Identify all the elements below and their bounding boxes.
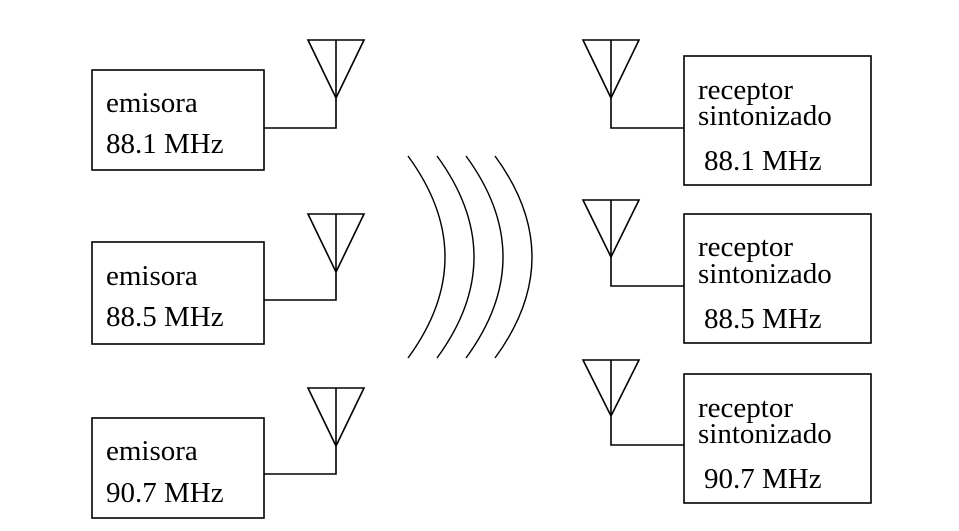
receiver-3: receptor sintonizado 90.7 MHz	[581, 359, 872, 504]
antenna-icon	[306, 387, 366, 448]
antenna-cable	[264, 272, 337, 301]
transmitter-name: emisora	[106, 87, 198, 119]
transmitter-box	[91, 417, 265, 519]
transmitter-frequency: 88.5 MHz	[106, 301, 224, 333]
receiver-frequency: 88.1 MHz	[704, 145, 822, 177]
antenna-icon	[581, 359, 641, 418]
receiver-1: receptor sintonizado 88.1 MHz	[581, 39, 872, 186]
receiver-frequency: 90.7 MHz	[704, 463, 822, 495]
receiver-label-line2: sintonizado	[698, 100, 832, 132]
antenna-cable	[610, 257, 684, 287]
antenna-cable	[264, 98, 337, 129]
receiver-label-line2: sintonizado	[698, 418, 832, 450]
receiver-box	[683, 55, 872, 186]
transmitter-1: emisora 88.1 MHz	[91, 39, 366, 171]
transmitter-box	[91, 241, 265, 345]
wave-arc	[436, 155, 475, 359]
receiver-label-line2: sintonizado	[698, 258, 832, 290]
radio-waves-icon	[407, 155, 533, 359]
transmitter-frequency: 88.1 MHz	[106, 128, 224, 160]
antenna-cable	[264, 446, 337, 475]
transmitter-box	[91, 69, 265, 171]
antenna-cable	[610, 98, 684, 129]
transmitter-name: emisora	[106, 260, 198, 292]
antenna-icon	[306, 39, 366, 100]
receiver-box	[683, 213, 872, 344]
receiver-2: receptor sintonizado 88.5 MHz	[581, 199, 872, 344]
receiver-label-line1: receptor	[698, 231, 793, 263]
wave-arc	[407, 155, 446, 359]
antenna-icon	[581, 39, 641, 100]
transmitter-frequency: 90.7 MHz	[106, 477, 224, 509]
receiver-label-line1: receptor	[698, 392, 793, 424]
antenna-icon	[306, 213, 366, 274]
antenna-cable	[610, 416, 684, 446]
transmitter-2: emisora 88.5 MHz	[91, 213, 366, 345]
wave-arc	[494, 155, 533, 359]
receiver-label-line1: receptor	[698, 74, 793, 106]
transmitter-name: emisora	[106, 435, 198, 467]
antenna-icon	[581, 199, 641, 259]
receiver-box	[683, 373, 872, 504]
transmitter-3: emisora 90.7 MHz	[91, 387, 366, 519]
wave-arc	[465, 155, 504, 359]
receiver-frequency: 88.5 MHz	[704, 303, 822, 335]
